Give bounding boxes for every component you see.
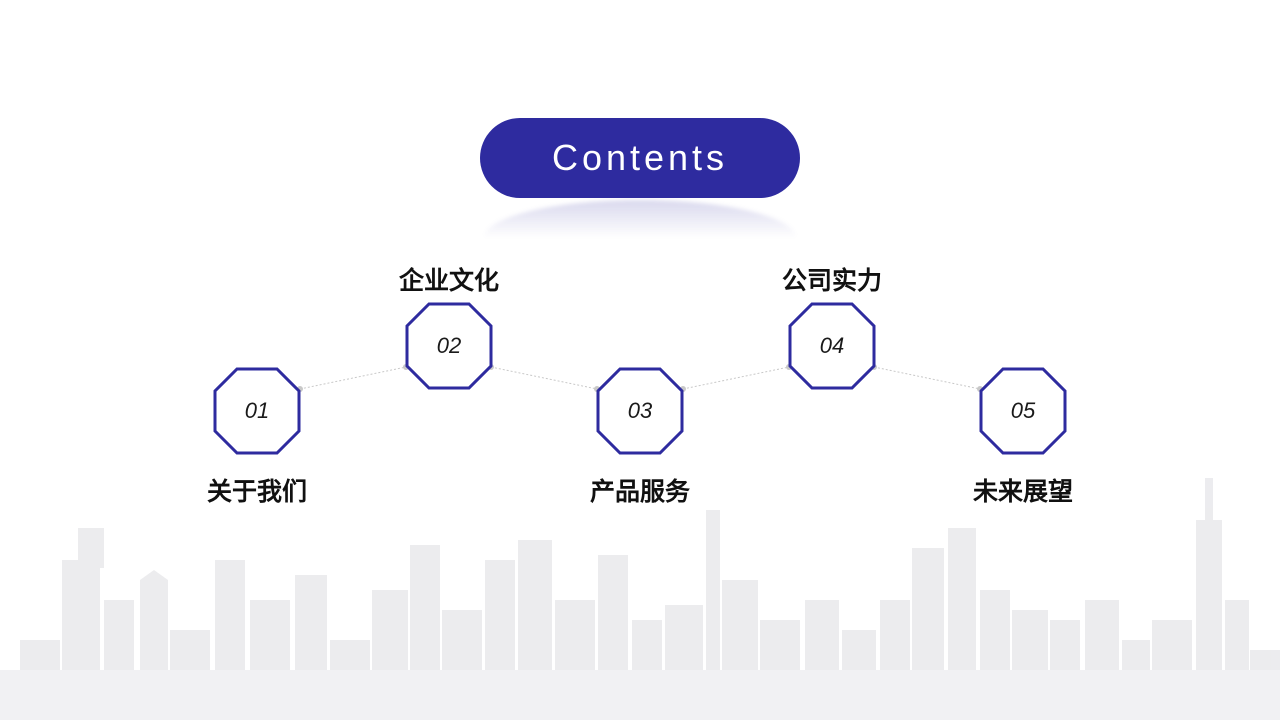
title-pill: Contents: [480, 118, 800, 198]
octagon-item-04[interactable]: 04: [788, 302, 876, 390]
octagon-icon: [596, 367, 684, 455]
octagon-icon: [405, 302, 493, 390]
octagon-item-01[interactable]: 01: [213, 367, 301, 455]
octagon-icon: [788, 302, 876, 390]
octagon-item-03[interactable]: 03: [596, 367, 684, 455]
page-title: Contents: [551, 137, 729, 178]
item-number: 01: [244, 398, 270, 423]
octagon-icon: [213, 367, 301, 455]
item-label: 关于我们: [206, 477, 307, 506]
octagon-item-02[interactable]: 02: [405, 302, 493, 390]
item-label: 产品服务: [589, 477, 690, 506]
item-label: 公司实力: [781, 266, 882, 295]
item-number: 02: [436, 333, 462, 358]
item-number: 05: [1010, 398, 1036, 423]
octagon-item-05[interactable]: 05: [979, 367, 1067, 455]
item-number: 04: [819, 333, 845, 358]
item-label: 未来展望: [972, 477, 1073, 506]
item-number: 03: [627, 398, 653, 423]
item-label: 企业文化: [398, 266, 499, 295]
octagon-icon: [979, 367, 1067, 455]
